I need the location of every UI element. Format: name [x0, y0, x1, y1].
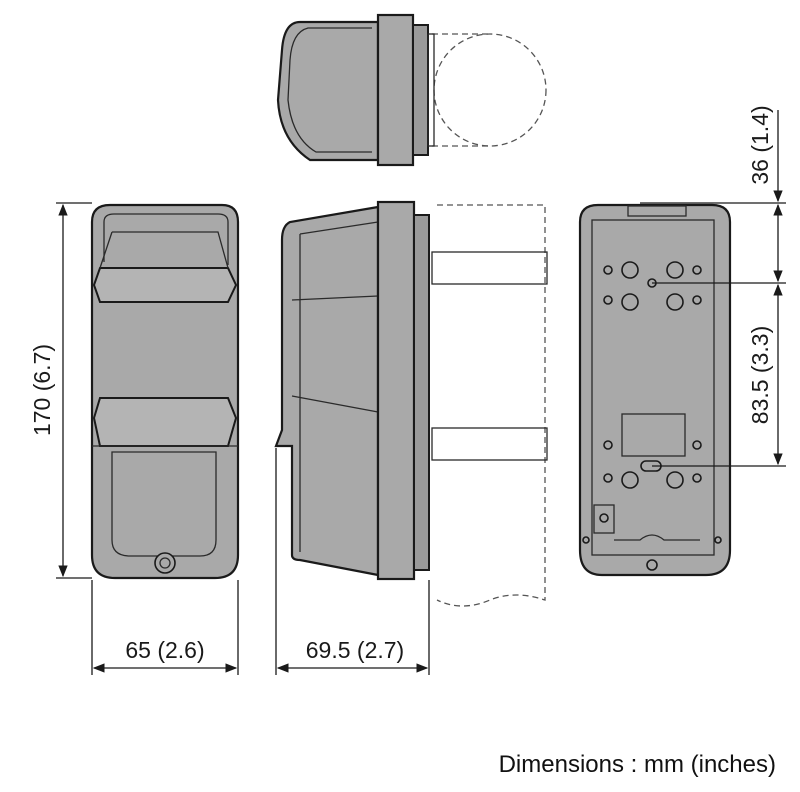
back-label-window	[621, 413, 686, 457]
top-base	[376, 13, 415, 167]
dimensions: 170 (6.7) 65 (2.6) 69.5 (2.7) 36 (1.4) 8…	[29, 105, 786, 675]
side-base	[376, 200, 416, 581]
dim-top-offset-label: 36 (1.4)	[747, 105, 773, 184]
dim-height-label: 170 (6.7)	[29, 344, 55, 436]
front-screw-icon	[154, 552, 176, 574]
front-upper-lens	[92, 267, 238, 303]
side-pole-outline	[436, 204, 546, 607]
dim-width-label: 65 (2.6)	[125, 637, 204, 663]
units-note: Dimensions : mm (inches)	[499, 751, 776, 778]
front-lower-lens	[92, 397, 238, 447]
back-plate	[591, 219, 715, 556]
pole-outline	[433, 33, 547, 147]
front-top-edge	[103, 213, 229, 265]
back-terminal	[593, 504, 615, 534]
top-bracket	[412, 24, 429, 156]
top-clamp	[427, 33, 435, 147]
back-screw-icon	[646, 559, 658, 571]
top-head-inner	[287, 27, 372, 153]
back-body	[578, 203, 732, 577]
front-lower-window	[111, 451, 217, 557]
back-view	[578, 203, 732, 577]
dim-hole-pitch-label: 83.5 (3.3)	[747, 326, 773, 424]
front-view	[90, 203, 240, 580]
side-view	[274, 200, 548, 607]
dim-depth-label: 69.5 (2.7)	[306, 637, 404, 663]
pole-clamp-outline	[432, 33, 490, 147]
side-bracket	[413, 214, 430, 571]
mount-hole-icon	[603, 265, 613, 275]
side-clamp-upper	[431, 251, 548, 285]
side-clamp-lower	[431, 427, 548, 461]
top-head	[276, 20, 380, 162]
top-view	[276, 13, 547, 167]
side-head	[274, 205, 380, 577]
